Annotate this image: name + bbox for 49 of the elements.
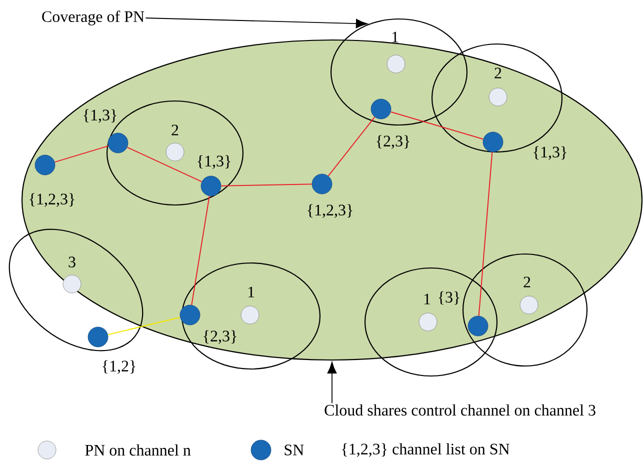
channel-number: 2: [172, 124, 178, 136]
channel-number: 2: [524, 276, 530, 288]
channel-list: {1,3}: [198, 155, 230, 169]
arrow: [327, 362, 337, 404]
sn-dot: [312, 174, 332, 194]
pn-circle: [418, 312, 438, 332]
pn-circle: [166, 142, 184, 162]
caption-text: Coverage of PN: [42, 10, 144, 26]
legend-text: SN: [284, 444, 304, 456]
sn-dot: [482, 132, 504, 152]
pn-circle: [386, 54, 406, 74]
link-line: [220, 184, 312, 186]
caption-text: Cloud shares control channel on channel 3: [324, 404, 596, 416]
link-line: [390, 111, 484, 140]
channel-number: 1: [424, 294, 430, 304]
sn-dot: [370, 98, 392, 120]
arrow: [145, 18, 368, 28]
coverage-ellipse: [181, 262, 321, 370]
sn-dot: [108, 132, 128, 154]
pn-circle: [240, 306, 260, 324]
link-line: [54, 145, 109, 163]
link-line: [126, 146, 202, 182]
legend-text: {1,2,3} channel list on SN: [342, 443, 510, 457]
channel-list: {1,2,3}: [308, 204, 352, 218]
channel-number: 2: [494, 68, 502, 78]
channel-list: {1,2,3}: [30, 193, 74, 207]
channel-number: 3: [68, 256, 76, 268]
coverage-ellipse: [330, 18, 468, 126]
sn-dot: [34, 154, 56, 176]
legend-text: PN on channel n: [85, 444, 191, 456]
link-line: [478, 152, 493, 316]
channel-number: 1: [392, 32, 398, 42]
channel-list: {1,3}: [534, 146, 566, 160]
channel-list: {3}: [438, 291, 460, 305]
channel-list: {1,2}: [102, 360, 136, 374]
sn-dot: [468, 316, 488, 336]
link-line: [107, 316, 181, 336]
channel-number: 1: [248, 286, 254, 298]
pn-circle: [488, 88, 508, 106]
link-line: [191, 196, 210, 306]
coverage-ellipse: [364, 267, 498, 377]
sn-dot: [180, 304, 200, 326]
link-line: [328, 116, 376, 176]
channel-list: {2,3}: [376, 135, 410, 149]
channel-list: {2,3}: [204, 330, 236, 344]
pn-circle: [62, 274, 82, 294]
pn-circle: [520, 296, 538, 314]
channel-list: {1,3}: [84, 109, 116, 123]
sn-dot: [200, 176, 222, 196]
